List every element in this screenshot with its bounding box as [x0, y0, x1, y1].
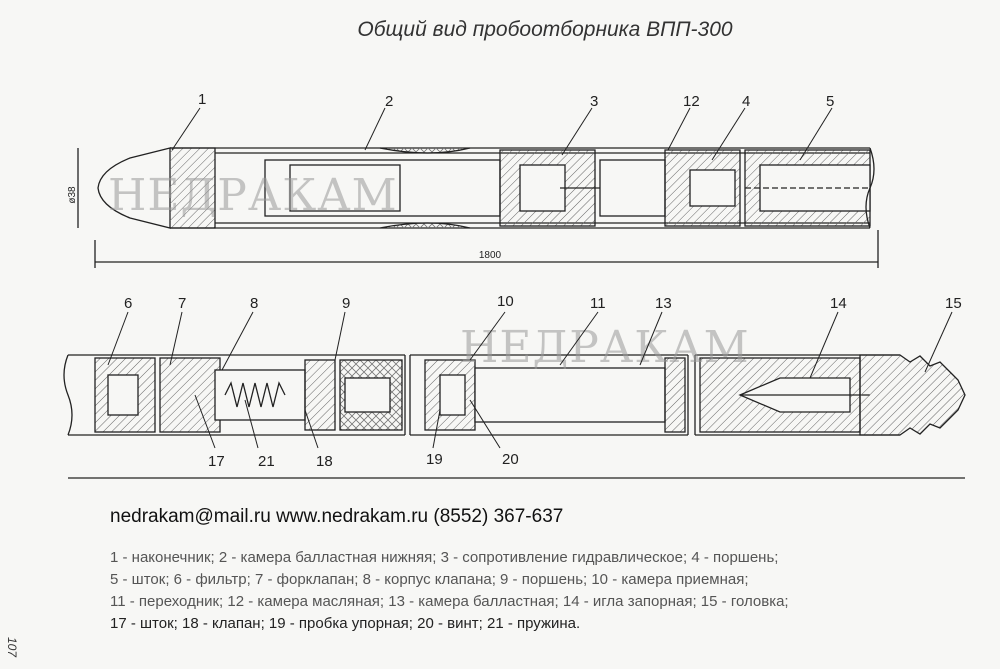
callout-13: 13 — [655, 295, 672, 312]
legend-line-4: 17 - шток; 18 - клапан; 19 - пробка упор… — [110, 615, 581, 632]
diagram-title: Общий вид пробоотборника ВПП-300 — [357, 18, 733, 41]
callouts-under — [194, 394, 501, 449]
callout-19: 19 — [426, 451, 443, 468]
callouts-bottom — [107, 311, 953, 379]
callouts-top — [171, 107, 833, 161]
legend-line-1: 1 - наконечник; 2 - камера балластная ни… — [110, 549, 779, 566]
callout-3: 3 — [590, 93, 598, 110]
callout-12: 12 — [683, 93, 700, 110]
callout-6: 6 — [124, 295, 132, 312]
callout-14: 14 — [830, 295, 847, 312]
length-dim: 1800 — [479, 250, 502, 261]
nose-tip — [97, 147, 171, 229]
callout-1: 1 — [198, 91, 206, 108]
top-assembly — [77, 147, 879, 268]
watermark-bottom: НЕДРАКАМ — [460, 322, 750, 373]
callout-5: 5 — [826, 93, 834, 110]
contact-line: nedrakam@mail.ru www.nedrakam.ru (8552) … — [110, 506, 564, 527]
bottom-assembly — [63, 354, 966, 479]
callout-17: 17 — [208, 453, 225, 470]
callout-11: 11 — [590, 295, 606, 312]
callout-9: 9 — [342, 295, 350, 312]
callout-18: 18 — [316, 453, 333, 470]
callout-7: 7 — [178, 295, 186, 312]
head-tip — [859, 354, 966, 436]
legend-line-3: 11 - переходник; 12 - камера масляная; 1… — [110, 593, 789, 610]
parts-legend: 1 - наконечник; 2 - камера балластная ни… — [110, 547, 990, 635]
callout-21: 21 — [258, 453, 275, 470]
page-number: 107 — [5, 636, 20, 658]
legend-line-2: 5 - шток; 6 - фильтр; 7 - форклапан; 8 -… — [110, 571, 749, 588]
callout-4: 4 — [742, 93, 750, 110]
watermark-top: НЕДРАКАМ — [108, 170, 398, 221]
callout-10: 10 — [497, 293, 514, 310]
callout-15: 15 — [945, 295, 962, 312]
callout-20: 20 — [502, 451, 519, 468]
diameter-dim: ø38 — [67, 186, 78, 204]
callout-8: 8 — [250, 295, 258, 312]
callout-2: 2 — [385, 93, 393, 110]
